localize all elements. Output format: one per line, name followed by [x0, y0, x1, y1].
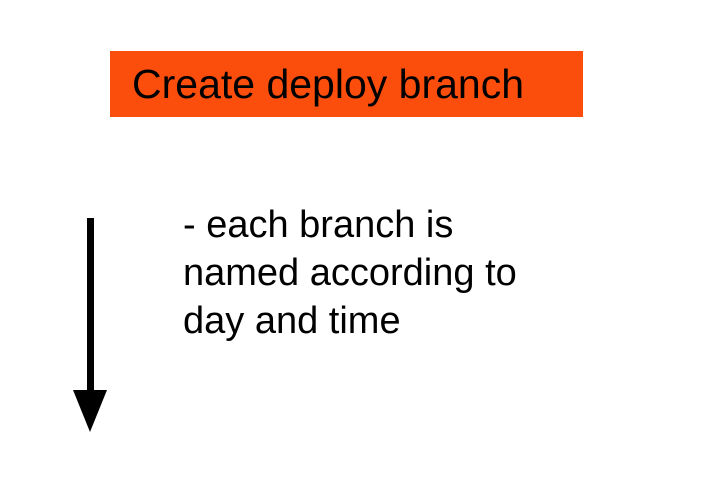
arrow-shaft — [87, 218, 94, 392]
step-box-label: Create deploy branch — [132, 60, 525, 107]
arrow-head — [73, 390, 107, 432]
note-text: - each branch is named according to day … — [183, 204, 517, 342]
step-box-create-deploy-branch: Create deploy branch — [110, 51, 583, 117]
